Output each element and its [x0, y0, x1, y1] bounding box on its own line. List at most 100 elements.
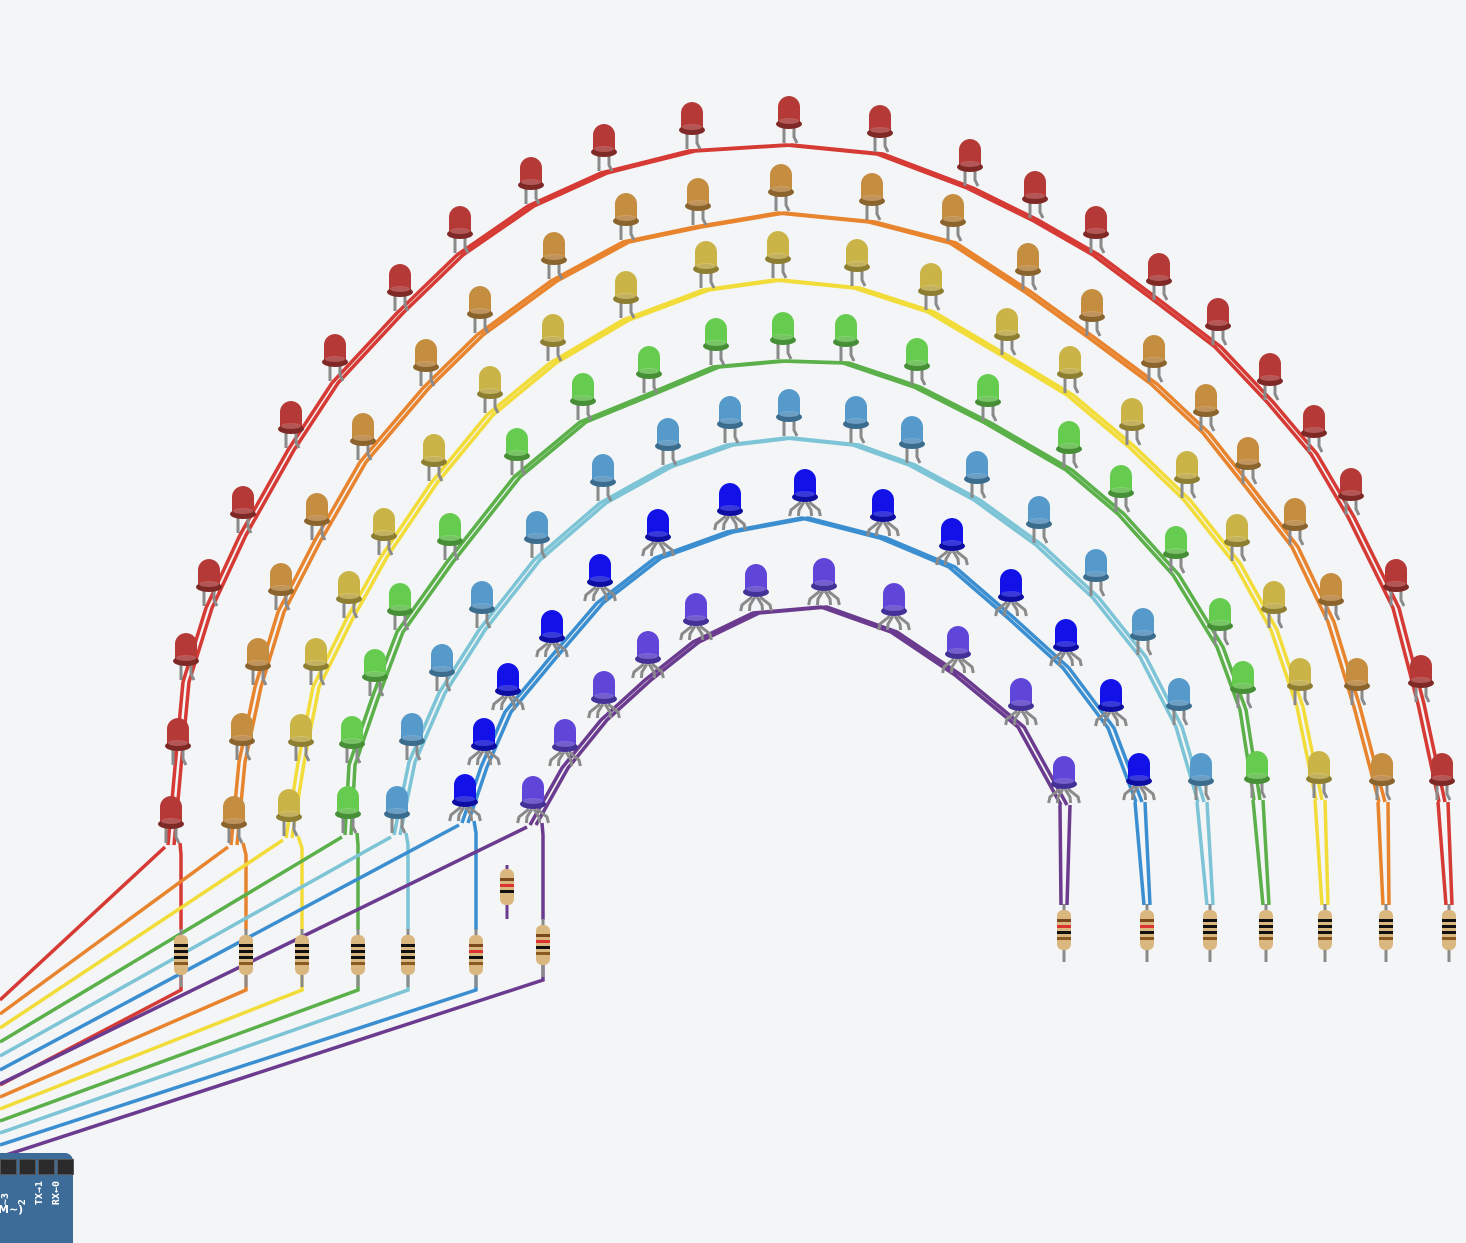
resistor-band[interactable]	[1203, 937, 1217, 940]
led-leg[interactable]	[1445, 784, 1452, 801]
resistor-band[interactable]	[239, 950, 253, 953]
led-leg[interactable]	[994, 600, 1008, 617]
led-leg[interactable]	[366, 444, 373, 461]
led[interactable]	[844, 239, 870, 287]
led-dome[interactable]	[1237, 437, 1259, 464]
led-highlight[interactable]	[1372, 775, 1392, 781]
arc-wire[interactable]	[534, 605, 1069, 826]
led-leg[interactable]	[1020, 710, 1030, 726]
led-highlight[interactable]	[1227, 536, 1247, 542]
led-leg[interactable]	[599, 586, 609, 602]
led[interactable]	[268, 563, 294, 611]
led-highlight[interactable]	[1029, 518, 1049, 524]
led-leg[interactable]	[1010, 601, 1020, 617]
led-highlight[interactable]	[1025, 193, 1045, 199]
arc-wire[interactable]	[172, 143, 1447, 846]
resistor-band[interactable]	[239, 944, 253, 947]
led-leg[interactable]	[1322, 782, 1329, 799]
led[interactable]	[399, 713, 425, 761]
led-highlight[interactable]	[686, 615, 706, 621]
led-highlight[interactable]	[281, 423, 301, 429]
led-leg[interactable]	[1042, 527, 1049, 544]
led-dome[interactable]	[338, 571, 360, 598]
led-leg[interactable]	[415, 744, 422, 761]
led-highlight[interactable]	[870, 127, 890, 133]
resistor-band[interactable]	[1442, 931, 1456, 934]
led-leg[interactable]	[556, 751, 566, 767]
led[interactable]	[413, 339, 439, 387]
led-dome[interactable]	[554, 719, 576, 746]
led-highlight[interactable]	[1169, 700, 1189, 706]
led-leg[interactable]	[1277, 612, 1284, 629]
led[interactable]	[1079, 289, 1105, 337]
led-highlight[interactable]	[594, 146, 614, 152]
led-leg[interactable]	[319, 669, 326, 686]
led-highlight[interactable]	[590, 576, 610, 582]
led-leg[interactable]	[1360, 689, 1367, 706]
led-dome[interactable]	[506, 428, 528, 455]
led-leg[interactable]	[652, 377, 659, 394]
led-leg[interactable]	[885, 615, 895, 631]
led-leg[interactable]	[1057, 651, 1067, 667]
led-dome[interactable]	[1263, 581, 1285, 608]
led-dome[interactable]	[449, 206, 471, 233]
led-highlight[interactable]	[472, 603, 492, 609]
led-highlight[interactable]	[1129, 775, 1149, 781]
resistor-body[interactable]	[295, 935, 309, 975]
led-leg[interactable]	[403, 614, 410, 631]
led[interactable]	[540, 314, 566, 362]
led-leg[interactable]	[1204, 784, 1211, 801]
led-leg[interactable]	[1124, 496, 1131, 513]
led[interactable]	[1174, 451, 1200, 499]
led-leg[interactable]	[1099, 237, 1106, 254]
led-highlight[interactable]	[658, 440, 678, 446]
led-dome[interactable]	[167, 718, 189, 745]
led-highlight[interactable]	[232, 735, 252, 741]
led[interactable]	[173, 633, 199, 681]
led-highlight[interactable]	[279, 811, 299, 817]
resistor-band[interactable]	[239, 962, 253, 965]
led[interactable]	[1015, 243, 1041, 291]
led[interactable]	[1261, 581, 1287, 629]
led-leg[interactable]	[649, 541, 659, 557]
resistor-band[interactable]	[469, 962, 483, 965]
led[interactable]	[770, 312, 796, 360]
led[interactable]	[165, 718, 191, 766]
resistor-band[interactable]	[1259, 925, 1273, 928]
led-highlight[interactable]	[847, 261, 867, 267]
led-leg[interactable]	[957, 658, 967, 674]
led[interactable]	[631, 631, 665, 679]
led[interactable]	[339, 716, 365, 764]
led-dome[interactable]	[1000, 569, 1022, 596]
led[interactable]	[229, 713, 255, 761]
led-dome[interactable]	[770, 164, 792, 191]
led-leg[interactable]	[860, 270, 867, 287]
led-dome[interactable]	[198, 559, 220, 586]
led-leg[interactable]	[536, 807, 550, 824]
led-dome[interactable]	[1308, 751, 1330, 778]
led-leg[interactable]	[1010, 339, 1017, 356]
led-to-resistor-wire[interactable]	[1195, 801, 1209, 906]
resistor[interactable]	[1259, 904, 1273, 962]
led-dome[interactable]	[589, 554, 611, 581]
led-leg[interactable]	[695, 625, 705, 641]
led-dome[interactable]	[778, 389, 800, 416]
resistor-band[interactable]	[536, 952, 550, 955]
led-leg[interactable]	[883, 136, 890, 153]
led-leg[interactable]	[1122, 784, 1136, 801]
led[interactable]	[613, 193, 639, 241]
led[interactable]	[765, 231, 791, 279]
led-highlight[interactable]	[594, 693, 614, 699]
led-to-resistor-wire[interactable]	[1446, 801, 1454, 906]
resistor-band[interactable]	[1318, 931, 1332, 934]
led-leg[interactable]	[961, 657, 975, 674]
led-highlight[interactable]	[1210, 620, 1230, 626]
led-dome[interactable]	[1346, 658, 1368, 685]
led-leg[interactable]	[920, 369, 927, 386]
led-dome[interactable]	[324, 334, 346, 361]
led[interactable]	[1188, 753, 1214, 801]
led[interactable]	[693, 241, 719, 289]
led-highlight[interactable]	[997, 330, 1017, 336]
led-leg[interactable]	[721, 515, 731, 531]
led-leg[interactable]	[661, 540, 675, 557]
